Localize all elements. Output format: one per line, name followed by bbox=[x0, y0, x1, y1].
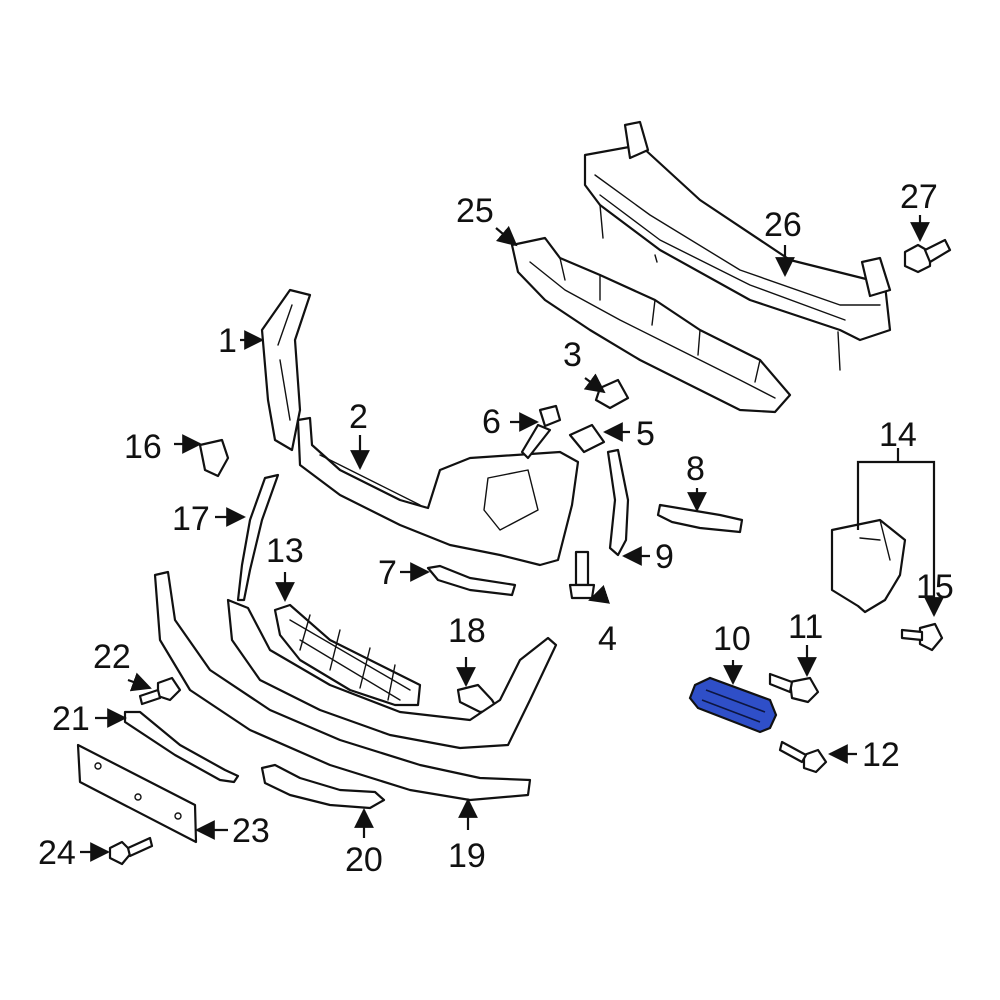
part-25-energy-absorber bbox=[510, 236, 792, 414]
leader-lines bbox=[80, 215, 944, 862]
callout-13: 13 bbox=[266, 532, 304, 570]
part-21-strip bbox=[123, 710, 240, 784]
callout-6: 6 bbox=[482, 403, 501, 441]
callout-21: 21 bbox=[52, 700, 90, 738]
part-19-lower-cover bbox=[153, 570, 558, 802]
callout-4: 4 bbox=[598, 620, 617, 658]
part-1-side-bracket bbox=[260, 288, 312, 452]
part-6-rivet bbox=[520, 404, 562, 460]
part-22-bolt bbox=[138, 676, 182, 706]
callout-17: 17 bbox=[172, 500, 210, 538]
callout-19: 19 bbox=[448, 837, 486, 875]
part-3-bracket bbox=[594, 378, 630, 410]
part-10-bracket-highlighted bbox=[688, 676, 778, 734]
callout-5: 5 bbox=[636, 415, 655, 453]
callout-27: 27 bbox=[900, 178, 938, 216]
callout-12: 12 bbox=[862, 736, 900, 774]
part-27-bolt bbox=[903, 238, 952, 274]
callout-23: 23 bbox=[232, 812, 270, 850]
callout-2: 2 bbox=[349, 398, 368, 436]
part-20-lower-trim bbox=[260, 763, 386, 810]
part-26-reinforcement-beam bbox=[583, 120, 892, 371]
part-4-bolt bbox=[568, 550, 596, 600]
callout-14: 14 bbox=[879, 416, 917, 454]
callout-26: 26 bbox=[764, 206, 802, 244]
part-24-screw bbox=[108, 836, 154, 866]
callout-labels: 1 2 3 4 5 6 7 8 9 10 11 12 13 14 15 16 1… bbox=[38, 178, 954, 879]
callout-1: 1 bbox=[218, 322, 237, 360]
part-12-screw bbox=[778, 740, 828, 774]
callout-16: 16 bbox=[124, 428, 162, 466]
callout-22: 22 bbox=[93, 638, 131, 676]
part-8-bracket bbox=[656, 503, 744, 534]
callout-10: 10 bbox=[713, 620, 751, 658]
callout-3: 3 bbox=[563, 336, 582, 374]
callout-9: 9 bbox=[655, 538, 674, 576]
part-11-bolt bbox=[768, 672, 820, 704]
part-14-splash-shield bbox=[830, 518, 907, 614]
callout-11: 11 bbox=[788, 608, 823, 646]
part-17-trim bbox=[236, 473, 280, 602]
part-13-grille bbox=[273, 603, 422, 707]
callout-8: 8 bbox=[686, 450, 705, 488]
part-7-strip bbox=[426, 564, 517, 597]
part-23-plate-bracket bbox=[76, 743, 198, 844]
callout-24: 24 bbox=[38, 834, 76, 872]
callout-20: 20 bbox=[345, 841, 383, 879]
part-5-clip bbox=[568, 423, 606, 454]
callout-7: 7 bbox=[378, 554, 397, 592]
callout-18: 18 bbox=[448, 612, 486, 650]
part-2-bumper-support bbox=[296, 416, 580, 567]
callout-25: 25 bbox=[456, 192, 494, 230]
callout-15: 15 bbox=[916, 568, 954, 606]
part-15-screw bbox=[900, 622, 944, 652]
part-9-bracket bbox=[606, 448, 630, 557]
part-16-clip bbox=[198, 438, 230, 478]
